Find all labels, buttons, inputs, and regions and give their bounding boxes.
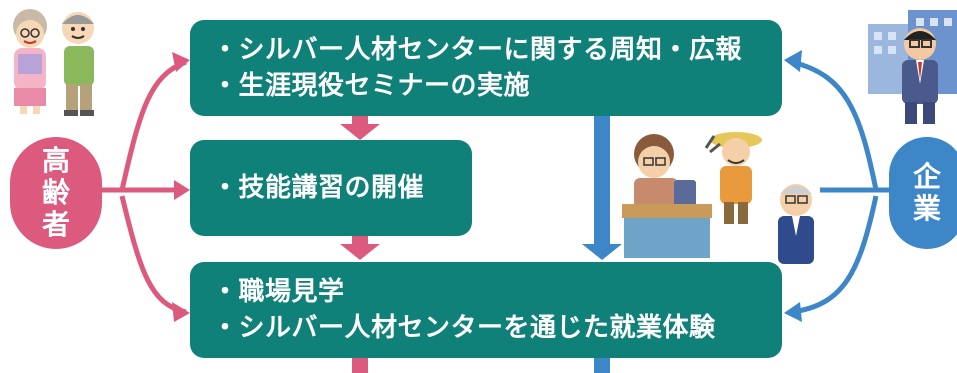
- elderly-couple-icon: [13, 9, 94, 116]
- senior-arc-top-arrow: [119, 59, 187, 191]
- down-arrow-2-shaft: [352, 236, 368, 246]
- down-arrow-1-head: [340, 124, 380, 140]
- senior-label-char-2: 齢: [41, 176, 70, 209]
- company-arc-bottom-arrow: [791, 195, 879, 315]
- senior-arc-bottom-arrow: [119, 195, 187, 315]
- company-arrowhead-bottom: [784, 302, 802, 322]
- box3-line-1: ・職場見学: [212, 277, 345, 307]
- senior-arrowhead-top: [172, 52, 190, 72]
- senior-workers-icon: [622, 132, 814, 264]
- box1-line-1: ・シルバー人材センターに関する周知・広報: [212, 35, 743, 65]
- blue-down-arrow-head: [582, 244, 622, 260]
- down-arrow-3-shaft: [352, 358, 368, 373]
- box-skills-training: ・技能講習の開催: [190, 140, 472, 236]
- businessman-building-icon: [868, 10, 957, 124]
- company-arc-top-arrow: [791, 59, 879, 191]
- company-badge: 企 業: [889, 137, 957, 249]
- senior-badge: 高 齢 者: [10, 137, 102, 249]
- company-label-char-1: 企: [912, 160, 941, 193]
- company-arrowhead-top: [784, 50, 802, 72]
- down-arrow-1-shaft: [352, 116, 368, 126]
- blue-down-arrow-tail: [594, 358, 610, 373]
- box2-line-1: ・技能講習の開催: [212, 173, 425, 203]
- box1-line-2: ・生涯現役セミナーの実施: [212, 71, 531, 101]
- senior-arrowhead-bottom: [172, 302, 190, 322]
- box-workplace-experience: ・職場見学 ・シルバー人材センターを通じた就業体験: [190, 262, 782, 358]
- senior-label-char-1: 高: [41, 144, 70, 177]
- box3-line-2: ・シルバー人材センターを通じた就業体験: [212, 313, 716, 343]
- company-label-char-2: 業: [912, 192, 941, 225]
- blue-down-arrow-shaft: [594, 116, 610, 246]
- senior-label-char-3: 者: [41, 208, 70, 241]
- down-arrow-2-head: [340, 244, 380, 260]
- box-awareness-seminar: ・シルバー人材センターに関する周知・広報 ・生涯現役セミナーの実施: [190, 20, 782, 116]
- senior-arrowhead-middle: [174, 180, 190, 200]
